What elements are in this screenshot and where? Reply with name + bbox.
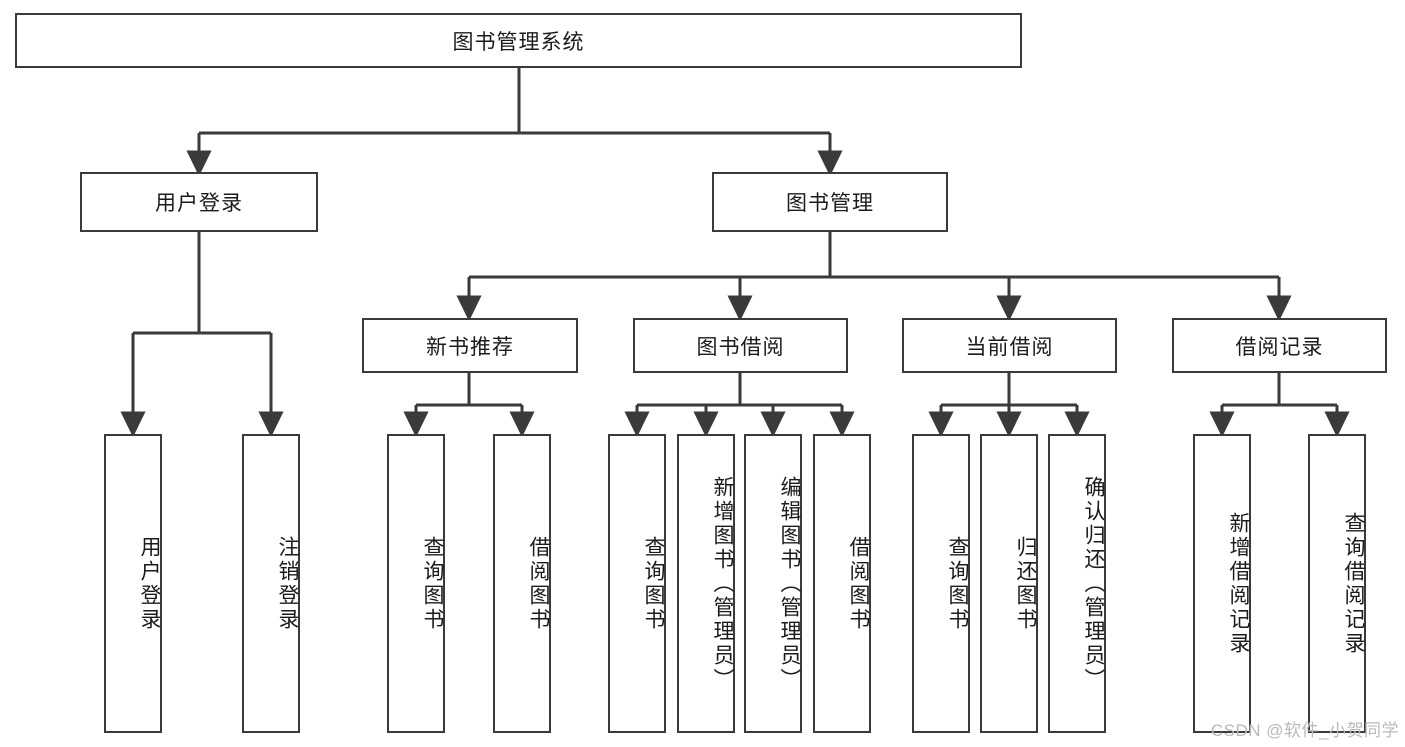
leaf-edit-book-admin[interactable]: 编辑图书（管理员） (744, 434, 802, 733)
leaf-confirm-return-admin[interactable]: 确认归还（管理员） (1048, 434, 1106, 733)
node-label: 注销登录 (276, 535, 299, 632)
node-label: 借阅记录 (1235, 335, 1324, 359)
node-borrow-records[interactable]: 借阅记录 (1172, 318, 1387, 373)
leaf-user-login[interactable]: 用户登录 (104, 434, 162, 733)
node-label: 当前借阅 (965, 335, 1054, 359)
leaf-add-borrow-record[interactable]: 新增借阅记录 (1193, 434, 1251, 733)
node-user-login[interactable]: 用户登录 (80, 172, 318, 232)
leaf-query-book-current[interactable]: 查询图书 (912, 434, 970, 733)
node-label: 借阅图书 (527, 535, 550, 632)
leaf-borrow-book-recommend[interactable]: 借阅图书 (493, 434, 551, 733)
node-label: 新书推荐 (426, 335, 514, 359)
node-label: 查询图书 (946, 535, 969, 632)
csdn-watermark: CSDN @软件_小贺同学 (1210, 721, 1399, 740)
leaf-query-borrow-record[interactable]: 查询借阅记录 (1308, 434, 1366, 733)
node-label: 编辑图书（管理员） (778, 475, 801, 692)
node-label: 查询图书 (642, 535, 665, 632)
node-label: 借阅图书 (847, 535, 870, 632)
node-label: 归还图书 (1014, 535, 1037, 632)
node-label: 查询借阅记录 (1342, 511, 1365, 656)
node-label: 查询图书 (421, 535, 444, 632)
node-label: 图书管理系统 (452, 30, 585, 54)
node-new-book-recommend[interactable]: 新书推荐 (362, 318, 578, 373)
node-label: 新增借阅记录 (1227, 511, 1250, 656)
node-book-borrow[interactable]: 图书借阅 (633, 318, 848, 373)
node-label: 用户登录 (138, 535, 161, 632)
node-label: 新增图书（管理员） (711, 475, 734, 692)
leaf-logout[interactable]: 注销登录 (242, 434, 300, 733)
node-book-management[interactable]: 图书管理 (712, 172, 948, 232)
node-label: 图书借阅 (696, 335, 785, 359)
node-label: 用户登录 (155, 192, 243, 215)
node-label: 确认归还（管理员） (1082, 475, 1105, 692)
node-root-system[interactable]: 图书管理系统 (15, 13, 1022, 68)
leaf-query-book-borrow[interactable]: 查询图书 (608, 434, 666, 733)
node-current-borrow[interactable]: 当前借阅 (902, 318, 1117, 373)
leaf-borrow-book[interactable]: 借阅图书 (813, 434, 871, 733)
leaf-return-book[interactable]: 归还图书 (980, 434, 1038, 733)
leaf-query-book-recommend[interactable]: 查询图书 (387, 434, 445, 733)
leaf-add-book-admin[interactable]: 新增图书（管理员） (677, 434, 735, 733)
node-label: 图书管理 (786, 192, 874, 215)
